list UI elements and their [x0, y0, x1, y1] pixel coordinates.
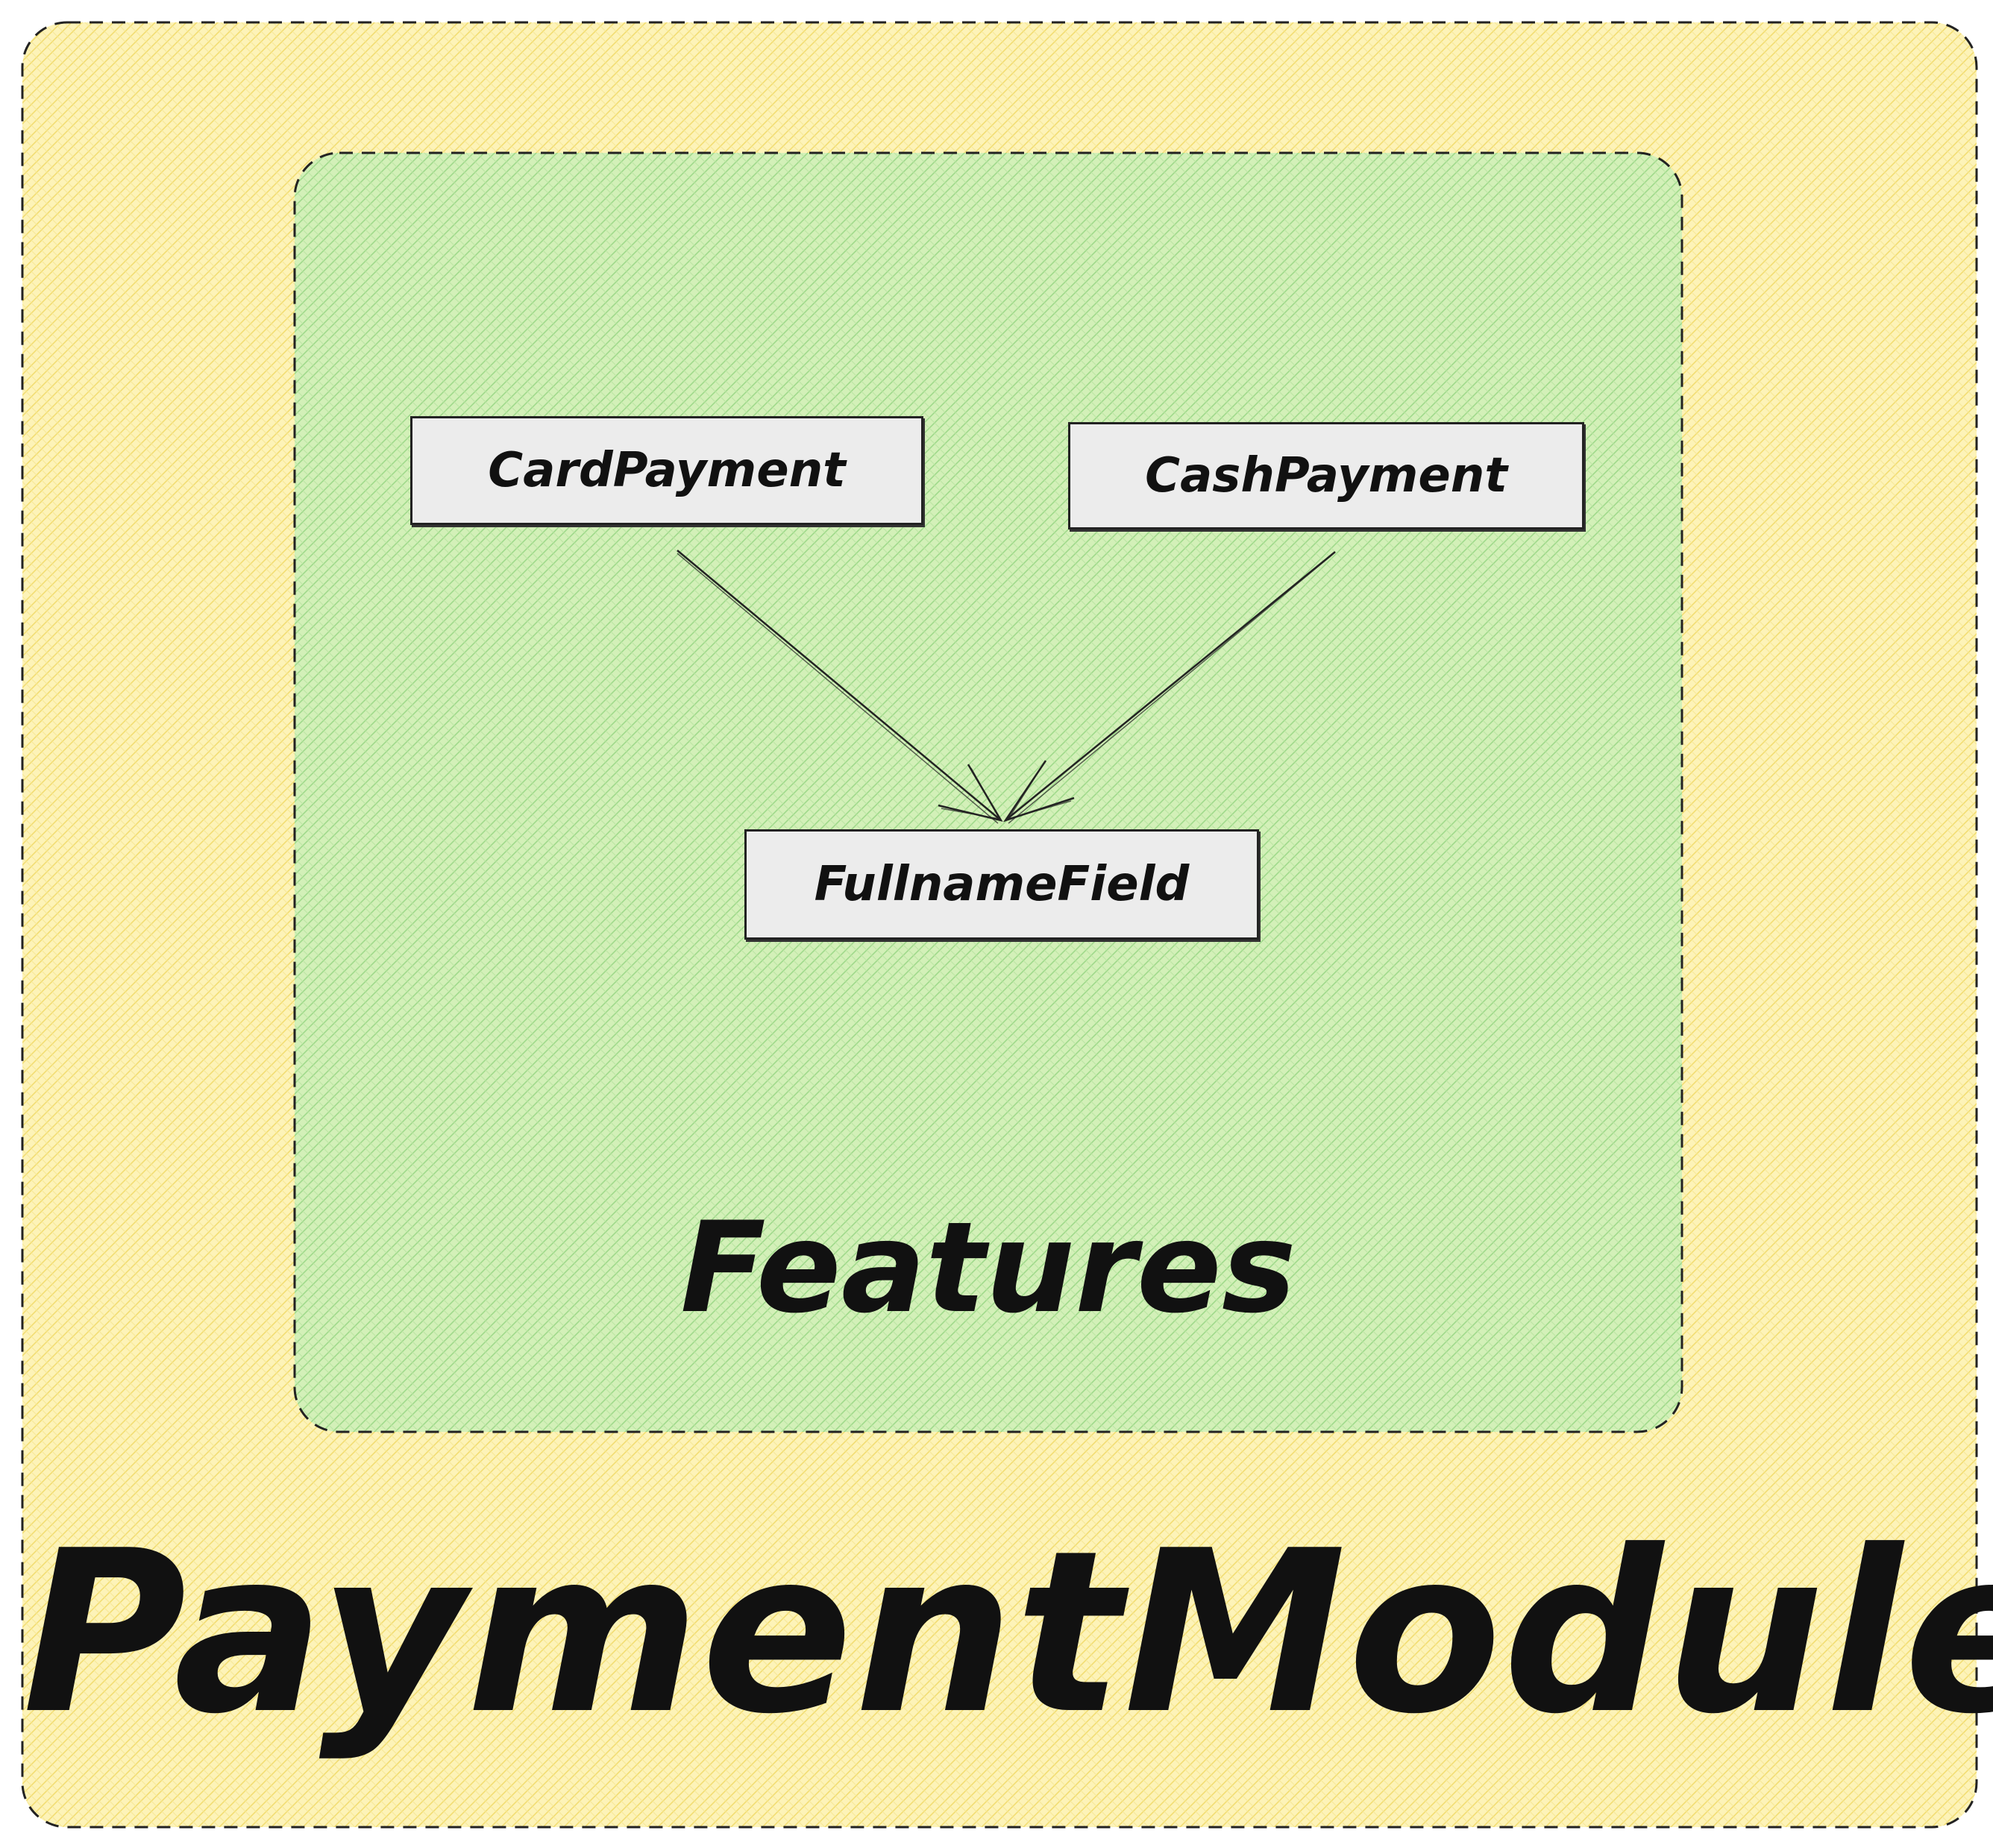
node-cashpayment: CashPayment — [1068, 422, 1584, 529]
features-label: Features — [680, 1195, 1296, 1341]
edge-cardpayment-to-fullnamefield — [677, 550, 1003, 824]
paymentmodule-label: PaymentModule — [22, 1503, 1993, 1763]
node-cardpayment: CardPayment — [410, 416, 923, 525]
node-label: CashPayment — [1145, 448, 1507, 503]
arrowhead-icon — [938, 764, 1003, 822]
node-fullnamefield: FullnameField — [744, 829, 1259, 940]
arrowhead-icon — [1002, 760, 1075, 823]
node-label: FullnameField — [814, 857, 1190, 912]
node-label: CardPayment — [488, 443, 846, 498]
edge-cashpayment-to-fullnamefield — [1002, 551, 1336, 824]
